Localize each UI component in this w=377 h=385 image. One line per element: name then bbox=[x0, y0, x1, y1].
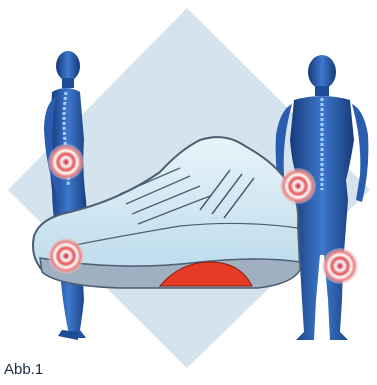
pain-marker-ankle bbox=[48, 238, 84, 274]
pain-marker-lower-back bbox=[48, 144, 84, 180]
pain-marker-hip bbox=[280, 168, 316, 204]
pain-marker-knee bbox=[322, 248, 358, 284]
figure-caption: Abb.1 bbox=[4, 361, 43, 379]
